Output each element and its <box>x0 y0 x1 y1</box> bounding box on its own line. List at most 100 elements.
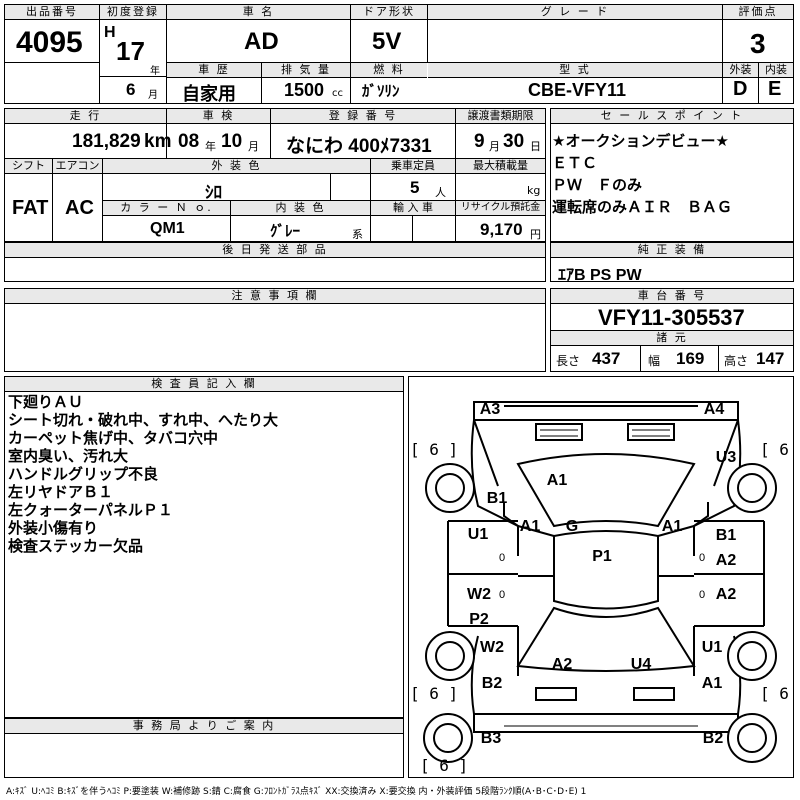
mark-right-pillar: A1 <box>661 518 683 535</box>
inspector-label: 検 査 員 記 入 欄 <box>5 377 403 392</box>
genuine-label: 純 正 装 備 <box>551 243 793 258</box>
genuine-items: ｴｱB PS PW <box>558 267 642 284</box>
plate-label: 登 録 番 号 <box>271 109 455 124</box>
mileage-unit: km <box>144 131 172 152</box>
fuel-label: 燃 料 <box>351 63 427 78</box>
mark-left-fender: B1 <box>486 490 508 507</box>
score-label: 評価点 <box>723 5 793 20</box>
note-line: 左クォーターパネルＰ１ <box>8 501 173 519</box>
reg-year-unit: 年 <box>150 66 160 77</box>
mark-right-quarter-2: A1 <box>701 675 723 692</box>
mark-roof: P1 <box>592 548 612 565</box>
load-label: 最大積載量 <box>456 159 545 174</box>
sales-line-3: ＰＷ Ｆのみ <box>552 176 643 194</box>
import-label: 輸 入 車 <box>371 201 455 216</box>
mark-fl-corner: A3 <box>479 401 501 418</box>
mark-left-quarter-2: B2 <box>481 675 503 692</box>
mileage: 181,829 <box>72 131 141 152</box>
int-grade: E <box>768 78 782 100</box>
recycle-fee: 9,170 <box>480 220 523 239</box>
color: ｼﾛ <box>205 183 222 202</box>
office-label: 事 務 局 よ り ご 案 内 <box>5 719 403 734</box>
mark-left-rear-door-1: W2 <box>467 586 491 603</box>
mark-right-quarter-1: U1 <box>701 639 723 656</box>
mileage-label: 走 行 <box>5 109 166 124</box>
sales-line-2: ＥＴＣ <box>552 154 598 172</box>
reg-year: 17 <box>116 36 145 66</box>
inspection-month-unit: 月 <box>248 140 259 153</box>
model: CBE-VFY11 <box>528 80 627 100</box>
mark-right-front-door-2: A2 <box>715 552 737 569</box>
note-line: 室内臭い、汚れ大 <box>8 447 129 465</box>
mark-left-pillar: A1 <box>519 518 541 535</box>
tire-fl: [ 6 ] <box>410 440 459 459</box>
mark-rear-left: B3 <box>480 730 502 747</box>
inspection-label: 車 検 <box>167 109 270 124</box>
note-line: 下廻りＡＵ <box>8 393 84 411</box>
first-reg-label: 初度登録 <box>100 5 166 20</box>
reg-month: 6 <box>126 80 136 99</box>
capacity-unit: 人 <box>435 186 446 199</box>
ac: AC <box>65 197 94 219</box>
mark-fr-corner: A4 <box>703 401 725 418</box>
mark-left-quarter-1: W2 <box>480 639 504 656</box>
capacity-label: 乗車定員 <box>371 159 455 174</box>
color-no: QM1 <box>150 220 185 237</box>
mark-hood: A1 <box>546 472 568 489</box>
caution-panel <box>4 288 546 372</box>
tire-rr: [ 6 <box>760 684 789 703</box>
reg-month-unit: 月 <box>148 90 158 101</box>
transfer-label: 譲渡書類期限 <box>456 109 545 124</box>
note-line: 左リヤドアＢ１ <box>8 483 114 501</box>
plate: なにわ 400ﾒ7331 <box>286 136 432 157</box>
mark-rear-right: B2 <box>702 730 724 747</box>
sales-line-1: ★オークションデビュー★ <box>552 132 729 150</box>
door-label: ドア形状 <box>351 5 427 20</box>
damage-diagram-panel <box>408 376 794 778</box>
specs-label: 諸 元 <box>551 331 793 346</box>
length-label: 長さ <box>556 354 581 368</box>
office-panel <box>4 718 404 778</box>
length: 437 <box>592 349 621 368</box>
inspector-panel <box>4 376 404 718</box>
car-diagram <box>423 401 777 763</box>
note-line: ハンドルグリップ不良 <box>8 465 159 483</box>
capacity: 5 <box>410 178 420 197</box>
recycle-label: リサイクル預託金 <box>456 201 545 216</box>
width: 169 <box>676 349 705 368</box>
interior-label: 内 装 色 <box>231 201 370 216</box>
recycle-unit: 円 <box>530 228 541 241</box>
lot-number: 4095 <box>16 26 83 59</box>
height: 147 <box>756 349 785 368</box>
door-type: 5V <box>372 28 402 55</box>
mark-right-front-door-1: B1 <box>715 527 737 544</box>
ac-label: エアコン <box>53 159 102 174</box>
inspection-year-unit: 年 <box>205 140 216 153</box>
later-parts-label: 後 日 発 送 部 品 <box>5 243 545 258</box>
mark-roof-g: G <box>565 518 579 535</box>
door-mark: 0 <box>498 589 506 601</box>
tire-rl: [ 6 ] <box>410 684 459 703</box>
width-label: 幅 <box>648 354 661 368</box>
note-line: シート切れ・破れ中、すれ中、へたり大 <box>8 411 279 429</box>
history-label: 車 歴 <box>167 63 261 78</box>
note-line: 外装小傷有り <box>8 519 99 537</box>
door-mark: 0 <box>698 589 706 601</box>
sales-point-label: セ ー ル ス ポ イ ン ト <box>551 109 793 124</box>
note-line: カーペット焦げ中、タバコ穴中 <box>8 429 219 447</box>
chassis-label: 車 台 番 号 <box>551 289 793 304</box>
transfer-month-unit: 月 <box>489 140 500 153</box>
sales-line-4: 運転席のみＡＩＲ ＢＡＧ <box>552 198 733 216</box>
shift: FAT <box>12 197 49 219</box>
car-name-label: 車 名 <box>167 5 350 20</box>
inspection-year: 08 <box>178 131 200 152</box>
header-panel <box>4 4 794 104</box>
door-mark: 0 <box>498 552 506 564</box>
history: 自家用 <box>182 84 236 104</box>
note-line: 検査ステッカー欠品 <box>8 537 144 555</box>
displacement: 1500 <box>284 80 325 100</box>
legend: A:ｷｽﾞ U:ﾍｺﾐ B:ｷｽﾞを伴うﾍｺﾐ P:要塗装 W:補修跡 S:錆 … <box>6 787 587 797</box>
caution-label: 注 意 事 項 欄 <box>5 289 545 304</box>
ext-grade: D <box>733 78 748 100</box>
mark-rear-u4: U4 <box>630 656 652 673</box>
